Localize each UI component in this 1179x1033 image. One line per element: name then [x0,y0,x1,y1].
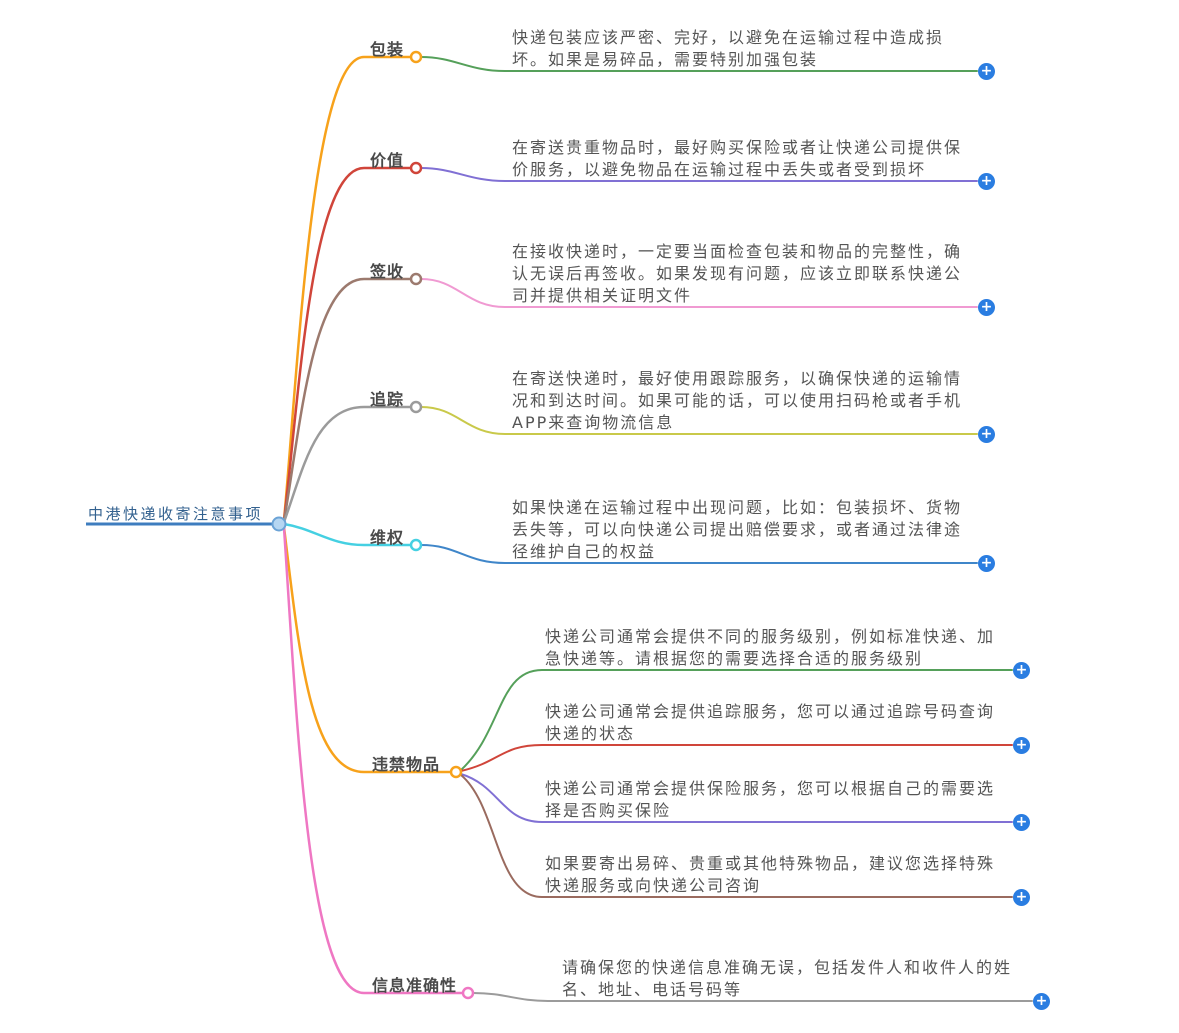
leaf-line-accuracy [472,992,1033,1002]
node-dot-packaging [409,50,423,64]
leaf-line-prohibited-2 [460,744,1013,772]
note-rights[interactable]: 如果快递在运输过程中出现问题，比如：包装损坏、货物丢失等，可以向快递公司提出赔偿… [512,498,963,561]
leaf-line-prohibited-1 [460,669,1013,771]
branch-line-value [282,166,412,522]
branch-line-prohibited [282,525,452,774]
note-tracking[interactable]: 在寄送快递时，最好使用跟踪服务，以确保快递的运输情况和到达时间。如果可能的话，可… [512,369,963,432]
node-dot-prohibited [449,765,463,779]
root-topic[interactable]: 中港快递收寄注意事项 [88,505,264,523]
branch-line-packaging [282,55,412,522]
node-dot-signoff [409,272,423,286]
leaf-line-prohibited-3 [460,773,1013,823]
branch-topic-packaging[interactable]: 包装 [370,40,405,59]
leaf-line-value [420,167,978,182]
note-signoff[interactable]: 在接收快递时，一定要当面检查包装和物品的完整性，确认无误后再签收。如果发现有问题… [512,242,963,305]
branch-topic-rights[interactable]: 维权 [370,528,405,547]
leaf-line-tracking [420,406,978,435]
branch-topic-prohibited[interactable]: 违禁物品 [372,755,441,774]
expand-button-value[interactable]: + [978,173,995,190]
expand-button-prohibited-1[interactable]: + [1013,662,1030,679]
node-dot-tracking [409,400,423,414]
note-value[interactable]: 在寄送贵重物品时，最好购买保险或者让快递公司提供保价服务，以避免物品在运输过程中… [512,138,963,179]
note-packaging[interactable]: 快递包装应该严密、完好，以避免在运输过程中造成损坏。如果是易碎品，需要特别加强包… [512,28,945,69]
root-node-dot [271,516,287,532]
branch-topic-accuracy[interactable]: 信息准确性 [372,976,458,995]
branch-line-rights [282,522,412,547]
node-dot-accuracy [461,986,475,1000]
note-prohibited-1[interactable]: 快递公司通常会提供不同的服务级别，例如标准快递、加急快递等。请根据您的需要选择合… [545,627,996,668]
note-accuracy[interactable]: 请确保您的快递信息准确无误，包括发件人和收件人的姓名、地址、电话号码等 [562,958,1013,999]
expand-button-rights[interactable]: + [978,555,995,572]
expand-button-signoff[interactable]: + [978,299,995,316]
expand-button-prohibited-3[interactable]: + [1013,814,1030,831]
expand-button-packaging[interactable]: + [978,63,995,80]
leaf-line-packaging [420,56,978,72]
leaf-line-rights [420,544,978,564]
node-dot-value [409,161,423,175]
branch-line-tracking [282,405,412,524]
branch-line-signoff [282,277,412,523]
branch-topic-value[interactable]: 价值 [370,151,405,170]
expand-button-accuracy[interactable]: + [1033,993,1050,1010]
node-dot-rights [409,538,423,552]
leaf-line-prohibited-4 [460,774,1013,898]
note-prohibited-2[interactable]: 快递公司通常会提供追踪服务，您可以通过追踪号码查询快递的状态 [545,702,996,743]
expand-button-prohibited-2[interactable]: + [1013,737,1030,754]
note-prohibited-4[interactable]: 如果要寄出易碎、贵重或其他特殊物品，建议您选择特殊快递服务或向快递公司咨询 [545,854,996,895]
expand-button-tracking[interactable]: + [978,426,995,443]
branch-line-accuracy [282,526,464,995]
branch-topic-signoff[interactable]: 签收 [370,262,405,281]
leaf-line-signoff [420,278,978,308]
expand-button-prohibited-4[interactable]: + [1013,889,1030,906]
note-prohibited-3[interactable]: 快递公司通常会提供保险服务，您可以根据自己的需要选择是否购买保险 [545,779,996,820]
branch-topic-tracking[interactable]: 追踪 [370,390,405,409]
